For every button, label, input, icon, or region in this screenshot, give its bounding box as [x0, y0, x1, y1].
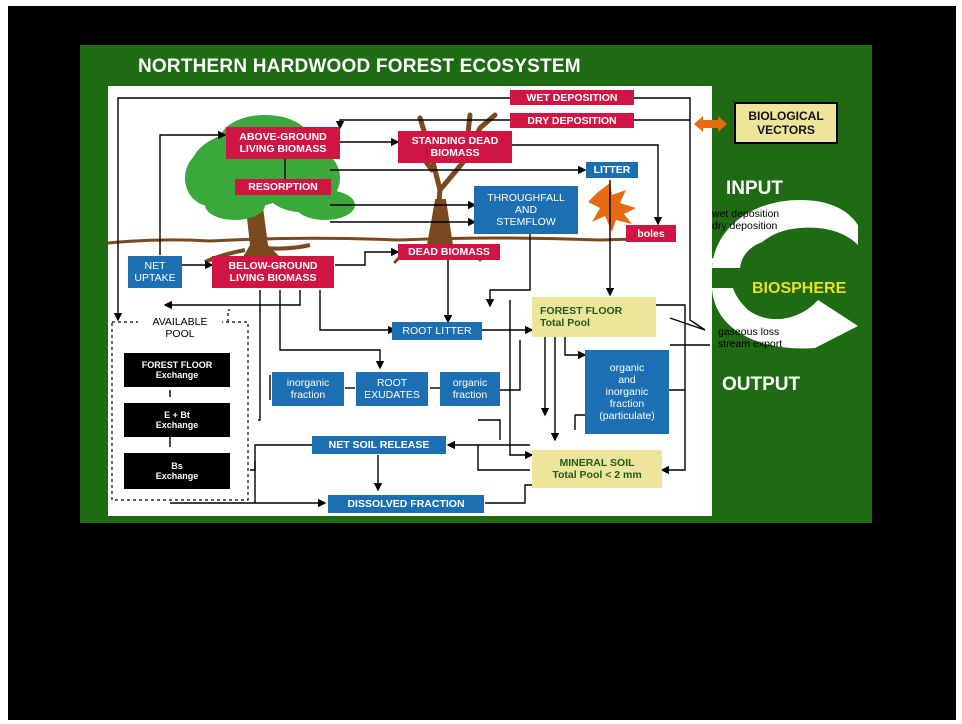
available-pool-label: AVAILABLE POOL: [138, 316, 222, 340]
biological-vectors-node: BIOLOGICAL VECTORS: [734, 102, 838, 144]
flow-arrows: [113, 97, 710, 508]
root-exudates-node: ROOT EXUDATES: [356, 372, 428, 406]
boles-node: boles: [626, 225, 676, 242]
inorganic-fraction-node: inorganic fraction: [272, 372, 344, 406]
wet-deposition-node: WET DEPOSITION: [510, 90, 634, 105]
output-label: OUTPUT: [722, 374, 801, 395]
e-bt-exchange-node: E + Bt Exchange: [124, 403, 230, 437]
leaf-icon: [588, 183, 636, 232]
net-uptake-node: NET UPTAKE: [128, 256, 182, 288]
output-losses-label: gaseous loss stream export: [718, 326, 783, 350]
standing-dead-biomass-node: STANDING DEAD BIOMASS: [398, 131, 512, 163]
dry-deposition-node: DRY DEPOSITION: [510, 113, 634, 128]
ground-line: [107, 236, 676, 245]
litter-node: LITTER: [586, 162, 638, 178]
dissolved-fraction-node: DISSOLVED FRACTION: [328, 495, 484, 513]
root-litter-node: ROOT LITTER: [392, 322, 482, 340]
organic-inorganic-particulate-node: organic and inorganic fraction (particul…: [585, 350, 669, 434]
resorption-node: RESORPTION: [235, 179, 331, 195]
biosphere-label: BIOSPHERE: [752, 280, 847, 297]
net-soil-release-node: NET SOIL RELEASE: [312, 436, 446, 454]
input-label: INPUT: [726, 178, 783, 199]
below-ground-living-biomass-node: BELOW-GROUND LIVING BIOMASS: [212, 256, 334, 288]
bs-exchange-node: Bs Exchange: [124, 453, 230, 489]
mineral-soil-total-pool-node: MINERAL SOIL Total Pool < 2 mm: [532, 450, 662, 488]
double-arrow-icon: [694, 116, 727, 132]
above-ground-living-biomass-node: ABOVE-GROUND LIVING BIOMASS: [226, 127, 340, 159]
diagram-title: NORTHERN HARDWOOD FOREST ECOSYSTEM: [138, 56, 581, 77]
forest-floor-total-pool-node: FOREST FLOOR Total Pool: [532, 297, 656, 337]
input-sources-label: wet deposition dry deposition: [712, 208, 780, 232]
forest-floor-exchange-node: FOREST FLOOR Exchange: [124, 353, 230, 387]
dead-biomass-node: DEAD BIOMASS: [398, 244, 500, 260]
organic-fraction-node: organic fraction: [440, 372, 500, 406]
throughfall-stemflow-node: THROUGHFALL AND STEMFLOW: [474, 186, 578, 234]
biosphere-arrows: [705, 200, 858, 349]
